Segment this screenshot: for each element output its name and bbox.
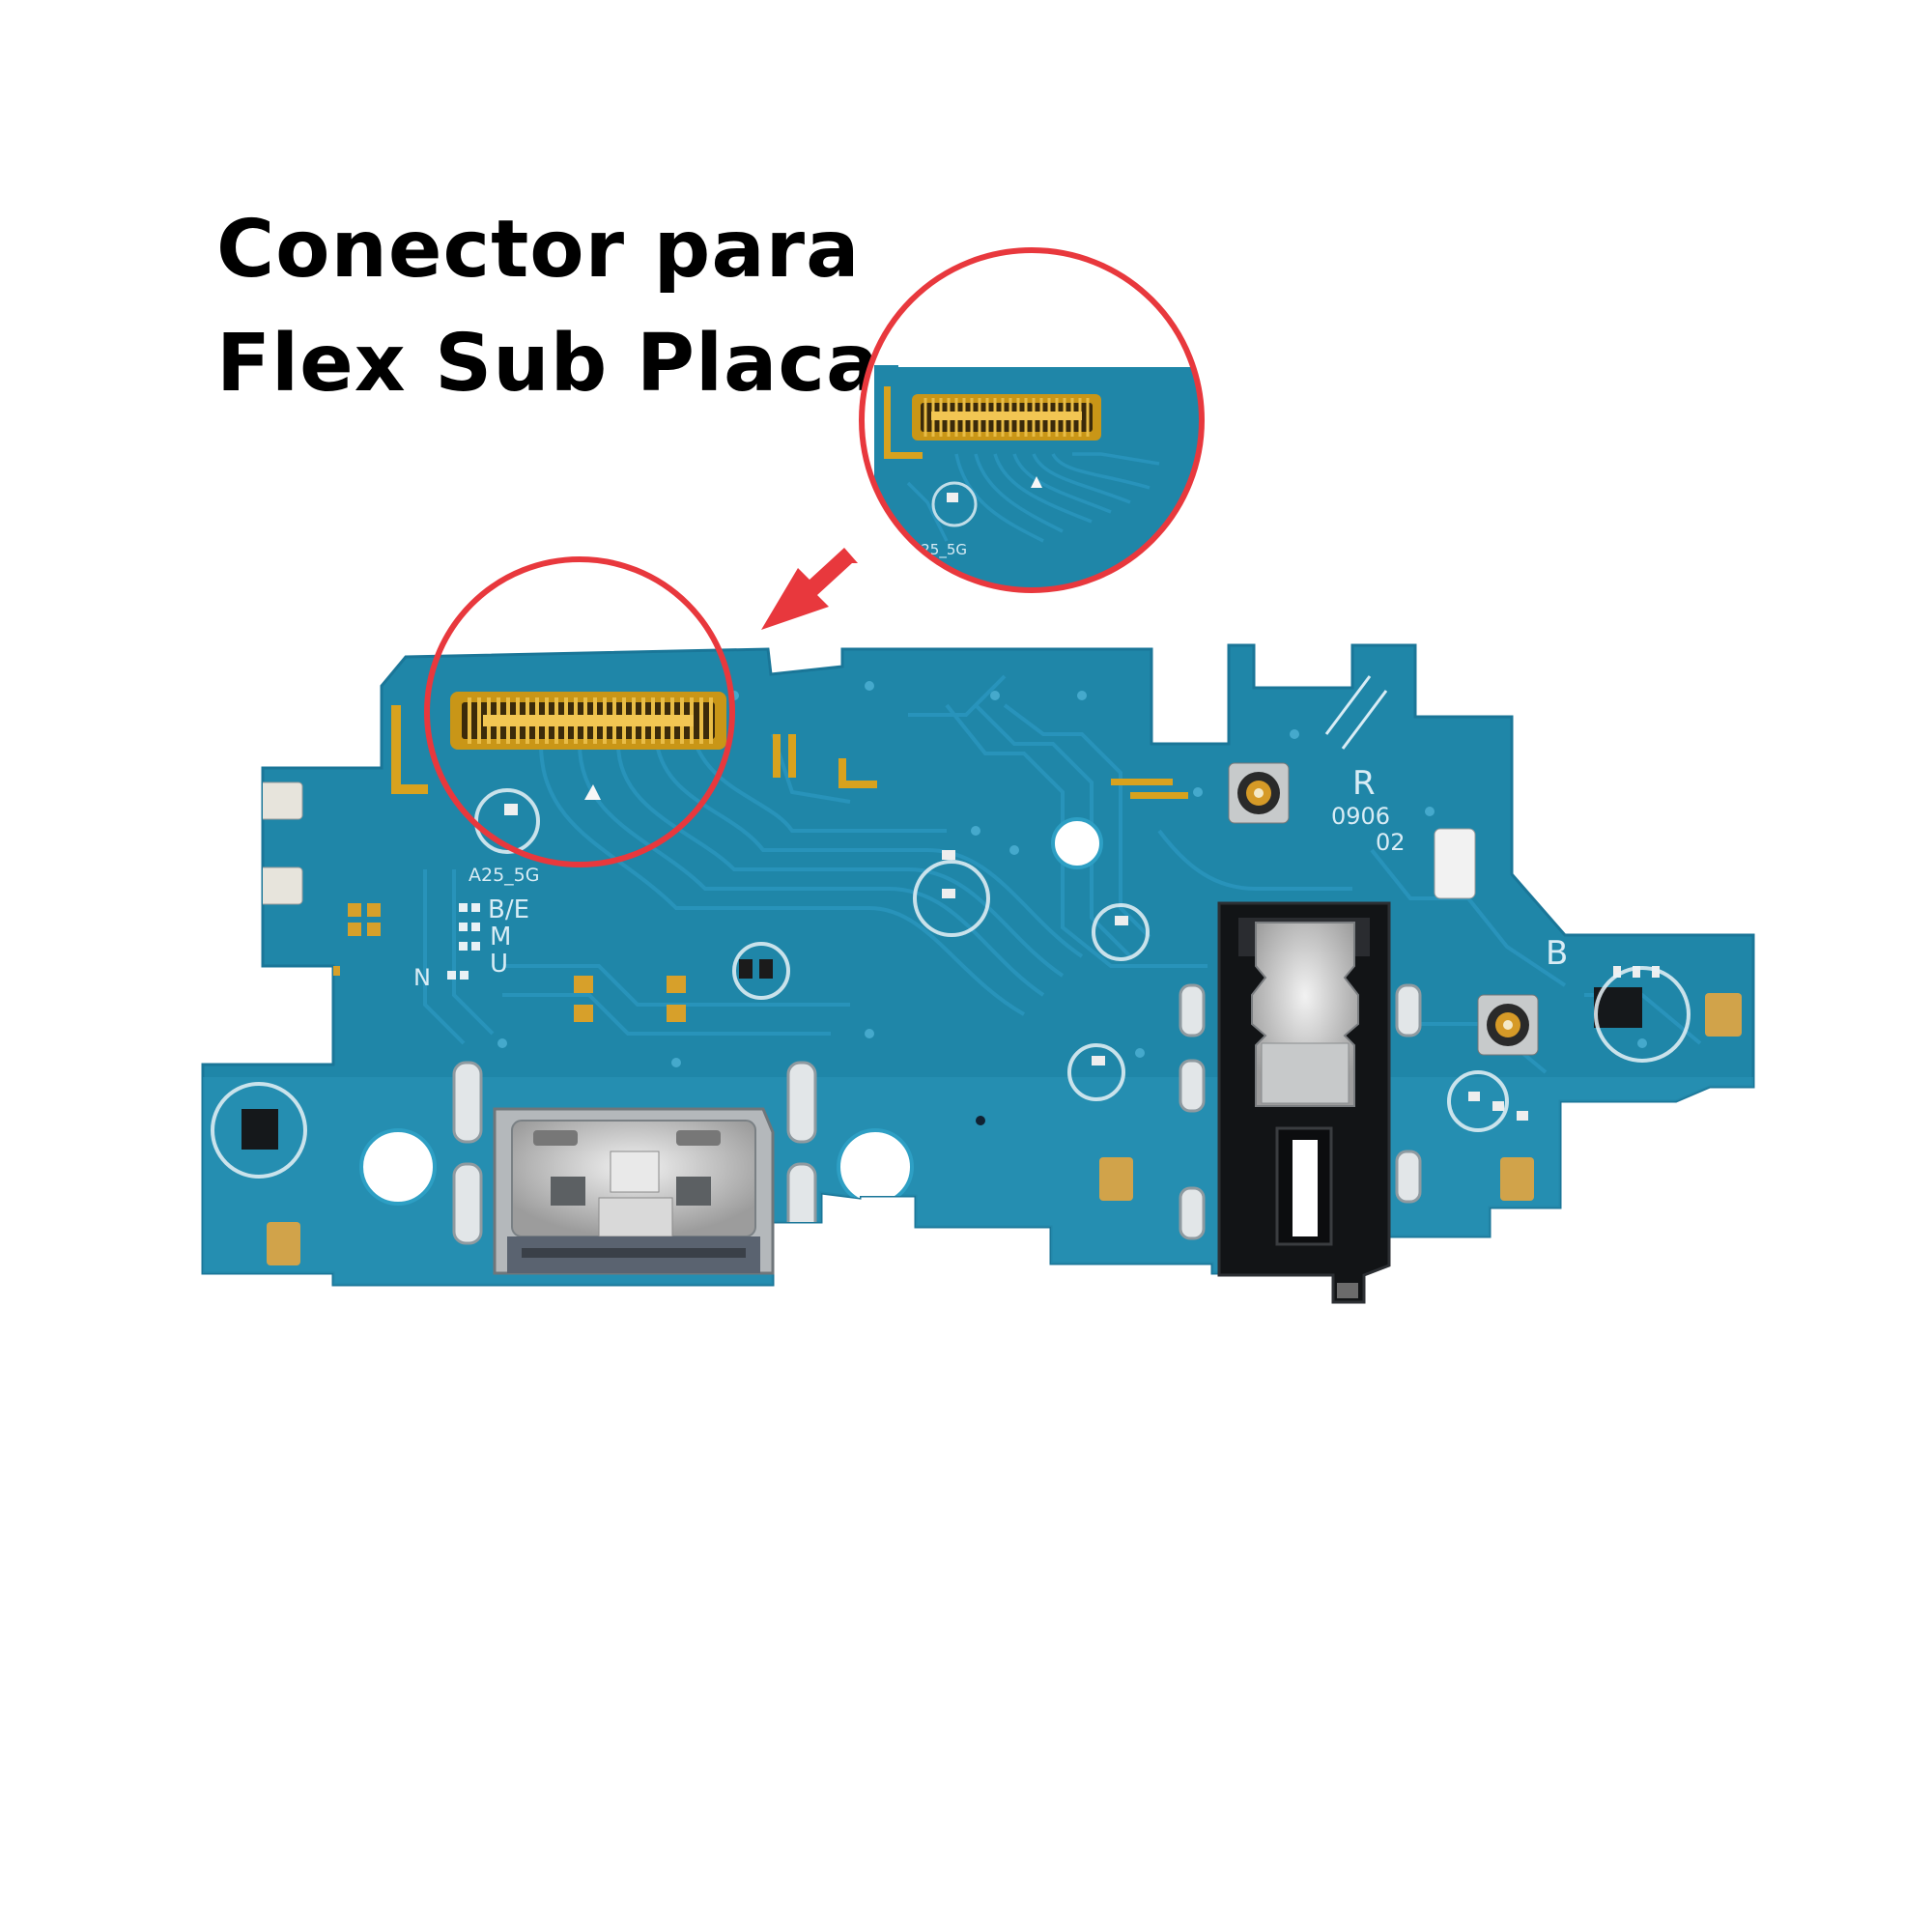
small-components: [242, 804, 1660, 1150]
caption-line-2: Flex Sub Placa: [216, 318, 881, 410]
board-letter-n: N: [413, 964, 431, 991]
board-rev-m: M: [490, 923, 511, 952]
silkscreen-marks: [391, 705, 1188, 799]
caption-line-1: Conector para: [216, 204, 861, 296]
audio-jack: [1217, 901, 1391, 1304]
board-to-board-connector: [450, 692, 726, 800]
pointer-arrow: [761, 548, 858, 630]
board-model-label: A25_5G: [469, 865, 540, 886]
rf-connector-2: [1477, 994, 1539, 1056]
silkscreen-text: A25_5G B/E M U N R 0906 02 B: [413, 675, 1568, 991]
pcb-lower-band: [203, 1077, 1753, 1285]
board-letter-r: R: [1352, 764, 1376, 803]
zoom-inset-border: [859, 247, 1205, 593]
board-letter-b: B: [1546, 934, 1568, 973]
caption: Conector para Flex Sub Placa: [216, 193, 880, 421]
glue-marks: [211, 788, 1690, 1179]
usb-c-port: [493, 1107, 775, 1275]
zoom-inset: A25_5G: [859, 247, 1205, 593]
board-rev-b-e: B/E: [488, 895, 529, 924]
zoom-connector: [912, 394, 1101, 488]
shield-tabs: [452, 983, 1422, 1245]
edge-pads: [258, 781, 1742, 1265]
rf-connector-1: [1228, 762, 1290, 824]
charging-board: A25_5G B/E M U N R 0906 02 B: [201, 643, 1755, 1304]
highlight-circle: [424, 556, 735, 867]
board-date-code: 0906: [1331, 803, 1390, 830]
mounting-holes: [359, 817, 1103, 1206]
board-date-suffix: 02: [1376, 829, 1406, 856]
board-rev-u: U: [490, 950, 508, 979]
